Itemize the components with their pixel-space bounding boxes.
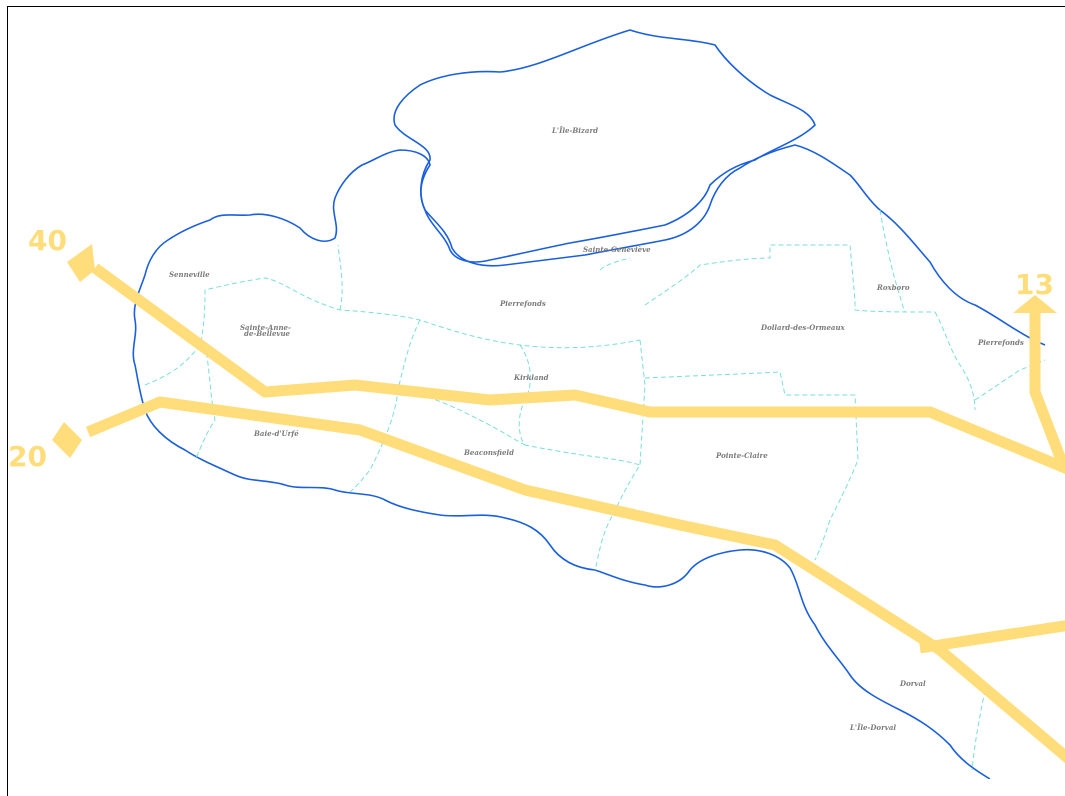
highway-connector	[919, 620, 1065, 654]
highway-13	[1029, 310, 1065, 472]
label-pierrefonds: Pierrefonds	[499, 299, 546, 308]
label-beaconsfield: Beaconsfield	[463, 448, 514, 457]
label-kirkland: Kirkland	[513, 373, 549, 382]
route-20-label: 20	[8, 440, 47, 473]
label-pointe-claire: Pointe-Claire	[715, 451, 768, 460]
highway-40	[91, 263, 1065, 474]
label-senneville: Senneville	[169, 270, 210, 279]
label-sainte-genevieve: Sainte-Geneviève	[583, 245, 651, 254]
label-dollard-des-ormeaux: Dollard-des-Ormeaux	[760, 323, 846, 332]
label-roxboro: Roxboro	[876, 283, 910, 292]
label-ile-dorval: L'Île-Dorval	[849, 723, 896, 732]
route-40-arrow-icon	[67, 244, 95, 282]
map-canvas[interactable]: 40 20 13 L'Île-Bizard Sainte-Geneviève S…	[0, 0, 1065, 779]
municipal-boundaries	[144, 209, 1046, 771]
label-dorval: Dorval	[899, 679, 926, 688]
ile-bizard-shoreline	[393, 29, 816, 263]
main-island-shoreline	[132, 144, 1046, 779]
label-pierrefonds-east: Pierrefonds	[977, 338, 1024, 347]
label-sainte-anne-line1: Sainte-Anne-	[240, 323, 291, 332]
route-13-arrow-icon	[1013, 295, 1057, 313]
map-frame	[7, 6, 1065, 796]
route-40-label: 40	[28, 224, 67, 257]
label-sainte-anne-line2: de-Bellevue	[244, 329, 291, 338]
route-13-label: 13	[1015, 268, 1054, 301]
label-baie-durfe: Baie-d'Urfé	[253, 429, 299, 438]
highway-20	[85, 396, 1065, 763]
label-ile-bizard: L'Île-Bizard	[551, 126, 598, 135]
route-20-arrow-icon	[52, 422, 82, 458]
